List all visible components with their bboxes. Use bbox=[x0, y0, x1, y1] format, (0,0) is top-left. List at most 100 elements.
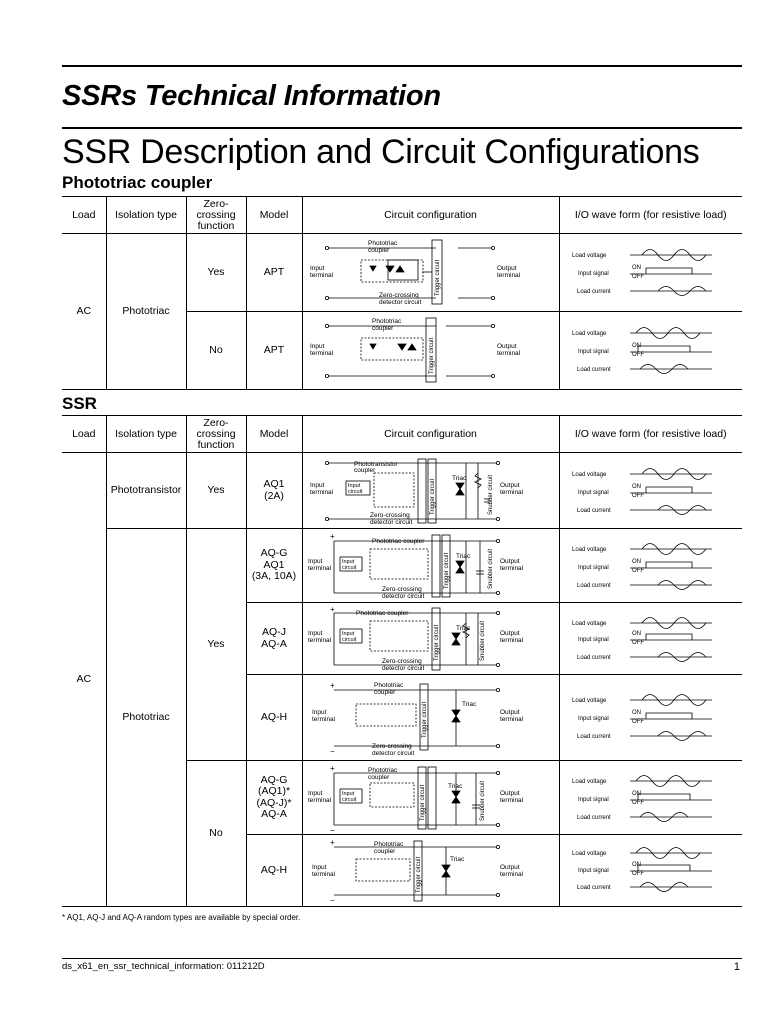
model-cell: APT bbox=[245, 233, 302, 312]
zero-crossing-label-1: Zero-crossing bbox=[382, 658, 422, 665]
output-label-1: Output bbox=[500, 709, 520, 716]
circuit-diagram: + − Input terminal Output terminal Photo… bbox=[312, 681, 524, 757]
output-label-2: terminal bbox=[497, 350, 521, 357]
circuit-diagram-cell: + − Input terminal Output terminal Photo… bbox=[301, 834, 559, 907]
input-label-1: Input bbox=[310, 343, 325, 350]
model-cell: APT bbox=[245, 311, 302, 390]
col-isolation-type: Isolation type bbox=[105, 196, 186, 234]
triac-label: Triac bbox=[462, 701, 477, 708]
isolation-cell: Phototriac bbox=[105, 528, 186, 907]
model-line: (AQ1)* bbox=[257, 785, 291, 797]
input-label-2: terminal bbox=[308, 797, 332, 804]
phototriac-label-2: coupler bbox=[368, 774, 390, 781]
triac-label: Triac bbox=[456, 553, 471, 560]
col-isolation-type: Isolation type bbox=[105, 415, 186, 453]
model-line: (2A) bbox=[264, 489, 284, 502]
phototransistor-label-1: Phototransistor bbox=[354, 461, 399, 468]
output-label-1: Output bbox=[497, 343, 517, 350]
plus-sign: + bbox=[330, 605, 335, 614]
input-label-1: Input bbox=[308, 630, 323, 637]
wave-on: ON bbox=[632, 710, 641, 716]
circuit-diagram: + − Input terminal Output terminal Photo… bbox=[312, 838, 524, 905]
wave-load-voltage: Load voltage bbox=[572, 851, 607, 857]
input-label-2: terminal bbox=[310, 350, 334, 357]
wave-load-voltage: Load voltage bbox=[572, 547, 607, 553]
input-label-1: Input bbox=[312, 864, 327, 871]
wave-on: ON bbox=[632, 862, 641, 868]
zero-crossing-label-1: Zero-crossing bbox=[382, 586, 422, 593]
output-label-2: terminal bbox=[500, 716, 524, 723]
circuit-diagram: + Input terminal Input circuit Output te… bbox=[308, 532, 524, 600]
wave-load-current: Load current bbox=[577, 367, 611, 373]
output-label-2: terminal bbox=[500, 797, 524, 804]
wave-off: OFF bbox=[632, 568, 644, 574]
wave-on: ON bbox=[632, 559, 641, 565]
input-label-2: terminal bbox=[310, 272, 334, 279]
phototriac-coupler-label: Phototriac coupler bbox=[356, 610, 409, 617]
circuit-diagram: + Input terminal Input circuit Output te… bbox=[308, 605, 524, 672]
circuit-diagram: + − Input terminal Input circuit Output … bbox=[308, 764, 524, 833]
footer-rule bbox=[62, 958, 742, 959]
snubber-label: Snubber circuit bbox=[480, 780, 486, 820]
wave-load-current: Load current bbox=[577, 734, 611, 740]
table-row: No AQ-G (AQ1)* (AQ-J)* AQ-A bbox=[62, 760, 742, 907]
plus-sign: + bbox=[330, 532, 335, 541]
circuit-diagram-cell: Input terminal Input circuit Output term… bbox=[301, 452, 559, 529]
input-circuit-label-1: Input bbox=[342, 791, 355, 797]
model-line: AQ-G bbox=[260, 547, 288, 560]
wave-off: OFF bbox=[632, 719, 644, 725]
wave-form-cell: Load voltage Input signal ON OFF Load cu… bbox=[558, 602, 742, 675]
model-line: AQ-A bbox=[261, 637, 287, 650]
input-label-2: terminal bbox=[312, 716, 336, 723]
zero-cell: Yes bbox=[185, 528, 246, 761]
model-cell: AQ1 (2A) bbox=[245, 452, 302, 529]
wave-on: ON bbox=[632, 343, 641, 349]
col-model: Model bbox=[245, 196, 302, 234]
output-label-1: Output bbox=[500, 558, 520, 565]
wave-form-diagram: Load voltage Input signal ON OFF Load cu… bbox=[572, 542, 712, 590]
col-io-wave-form: I/O wave form (for resistive load) bbox=[558, 415, 742, 453]
phototriac-coupler-heading: Phototriac coupler bbox=[62, 173, 213, 192]
model-cell: AQ-H bbox=[245, 674, 302, 761]
col-load: Load bbox=[62, 415, 106, 453]
load-cell: AC bbox=[62, 233, 106, 390]
phototriac-label-1: Phototriac bbox=[368, 240, 398, 247]
circuit-diagram: Input terminal Output terminal Phototria… bbox=[310, 239, 520, 306]
wave-load-current: Load current bbox=[577, 885, 611, 891]
input-circuit-label-1: Input bbox=[342, 631, 355, 637]
circuit-diagram-cell: + − Input terminal Output terminal Photo… bbox=[301, 674, 559, 761]
document-title: SSRs Technical Information bbox=[62, 80, 441, 112]
ssr-heading: SSR bbox=[62, 394, 97, 413]
circuit-diagram-cell: Input terminal Output terminal Phototria… bbox=[301, 233, 559, 312]
col-circuit-configuration: Circuit configuration bbox=[301, 196, 559, 234]
wave-off: OFF bbox=[632, 274, 644, 280]
trigger-label: Trigger circuit bbox=[416, 856, 422, 892]
triac-label: Triac bbox=[456, 625, 471, 632]
input-label-2: terminal bbox=[310, 489, 334, 496]
wave-off: OFF bbox=[632, 493, 644, 499]
phototriac-label-1: Phototriac bbox=[374, 682, 404, 689]
model-line: AQ1 bbox=[263, 478, 285, 490]
trigger-label: Trigger circuit bbox=[430, 478, 436, 514]
table-row: AC Phototriac Yes APT bbox=[62, 233, 742, 390]
top-rule bbox=[62, 65, 742, 67]
trigger-label: Trigger circuit bbox=[429, 337, 435, 373]
minus-sign: − bbox=[330, 826, 335, 833]
snubber-label: Snubber circuit bbox=[480, 620, 486, 660]
wave-on: ON bbox=[632, 484, 641, 490]
page-number: 1 bbox=[733, 961, 740, 973]
wave-load-voltage: Load voltage bbox=[572, 472, 607, 478]
wave-on: ON bbox=[632, 265, 641, 271]
minus-sign: − bbox=[330, 896, 335, 905]
col-io-wave-form: I/O wave form (for resistive load) bbox=[558, 196, 742, 234]
input-label-1: Input bbox=[312, 709, 327, 716]
col-zero-crossing: Zero- crossing function bbox=[185, 196, 246, 234]
col-zero-crossing: Zero- crossing function bbox=[185, 415, 246, 453]
model-cell: AQ-G (AQ1)* (AQ-J)* AQ-A bbox=[245, 760, 302, 835]
col-zero-line2: crossing bbox=[196, 208, 236, 221]
trigger-label: Trigger circuit bbox=[435, 259, 441, 295]
col-zero-line3: function bbox=[197, 438, 235, 451]
table-row: AQ-J AQ-A bbox=[62, 602, 742, 675]
wave-load-current: Load current bbox=[577, 289, 611, 295]
phototriac-label-2: coupler bbox=[368, 247, 390, 254]
